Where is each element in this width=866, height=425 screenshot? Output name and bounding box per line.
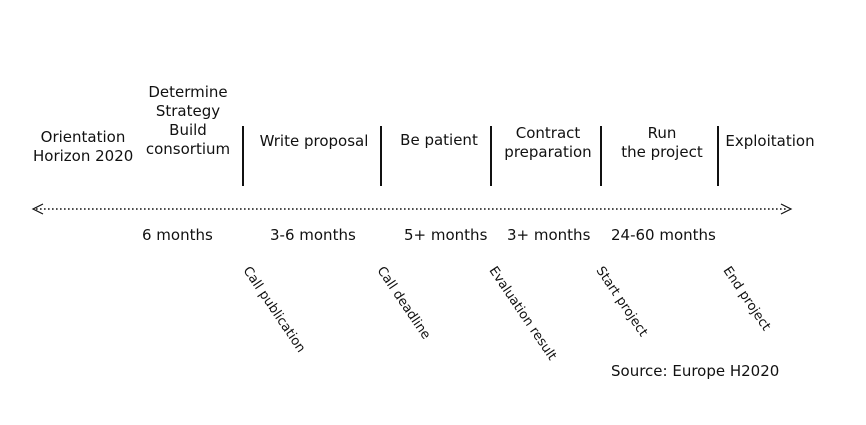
phase-strategy-line-2: Strategy — [155, 102, 221, 120]
duration-label: 3-6 months — [270, 226, 356, 244]
phase-divider — [490, 126, 492, 186]
source-note: Source: Europe H2020 — [611, 362, 780, 380]
phase-contract-preparation-line-2: preparation — [504, 143, 592, 161]
phase-orientation-line-2: Horizon 2020 — [33, 147, 134, 165]
duration-label: 24-60 months — [611, 226, 716, 244]
duration-label: 5+ months — [404, 226, 488, 244]
phase-run-project-line-1: Run — [647, 124, 677, 142]
phase-be-patient-line-1: Be patient — [400, 131, 478, 149]
phase-write-proposal-line-1: Write proposal — [259, 132, 369, 150]
phase-divider — [717, 126, 719, 186]
phase-contract-preparation-line-1: Contract — [515, 124, 581, 142]
phase-exploitation: Exploitation — [722, 132, 818, 151]
phase-run-project-line-2: the project — [621, 143, 703, 161]
duration-label: 3+ months — [507, 226, 591, 244]
timeline-arrowhead-left — [31, 203, 44, 215]
phase-run-project: Run the project — [612, 124, 712, 162]
phase-strategy-line-4: consortium — [145, 140, 231, 158]
phase-write-proposal: Write proposal — [251, 132, 377, 151]
phase-strategy-line-3: Build — [169, 121, 207, 139]
duration-label: 6 months — [142, 226, 213, 244]
phase-strategy-line-1: Determine — [148, 83, 228, 101]
phase-divider — [600, 126, 602, 186]
phase-contract-preparation: Contract preparation — [499, 124, 597, 162]
phase-orientation: Orientation Horizon 2020 — [33, 128, 133, 166]
phase-orientation-line-1: Orientation — [40, 128, 126, 146]
phase-divider — [380, 126, 382, 186]
timeline-arrowhead-right — [780, 203, 793, 215]
phase-strategy: Determine Strategy Build consortium — [140, 83, 236, 159]
phase-be-patient: Be patient — [392, 131, 486, 150]
phase-divider — [242, 126, 244, 186]
phase-exploitation-line-1: Exploitation — [725, 132, 815, 150]
